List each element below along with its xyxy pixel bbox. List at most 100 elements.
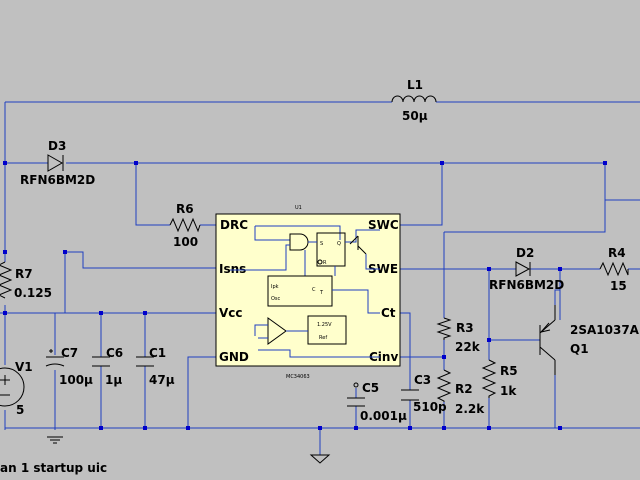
resistor-r3[interactable]: R3 22k xyxy=(436,317,481,354)
svg-text:Osc: Osc xyxy=(271,296,281,302)
pin-cinv: Cinv xyxy=(369,350,398,364)
q1-label: Q1 xyxy=(570,342,589,356)
transistor-q1[interactable]: 2SA1037AK Q1 xyxy=(539,305,640,375)
svg-text:Ipk: Ipk xyxy=(271,284,279,290)
pin-ct: Ct xyxy=(381,306,396,320)
capacitor-c7[interactable]: C7 100µ xyxy=(45,346,93,444)
pin-swe: SWE xyxy=(368,262,398,276)
ic-title: U1 xyxy=(295,205,302,211)
capacitor-c5[interactable]: C5 0.001µ xyxy=(347,381,407,423)
c1-label: C1 xyxy=(149,346,166,360)
resistor-r5[interactable]: R5 1k xyxy=(481,359,518,398)
ground-symbol xyxy=(309,454,331,464)
v1-value: 5 xyxy=(16,403,24,417)
schematic-comment: an 1 startup uic xyxy=(0,461,107,475)
and-gate xyxy=(289,233,309,251)
d2-label: D2 xyxy=(516,246,534,260)
r5-value: 1k xyxy=(500,384,517,398)
junction xyxy=(318,426,322,430)
svg-text:Ref: Ref xyxy=(319,335,327,341)
c7-label: C7 xyxy=(61,346,78,360)
sr-latch xyxy=(316,232,346,267)
c3-label: C3 xyxy=(414,373,431,387)
oscillator-block xyxy=(267,275,333,307)
junction xyxy=(408,426,412,430)
c6-label: C6 xyxy=(106,346,123,360)
junction xyxy=(143,311,147,315)
svg-text:S: S xyxy=(320,241,323,247)
l1-label: L1 xyxy=(407,78,423,92)
junction xyxy=(440,161,444,165)
comparator xyxy=(267,317,287,345)
c3-value: 510p xyxy=(413,400,447,414)
d2-value: RFN6BM2D xyxy=(489,278,564,292)
capacitor-c6[interactable]: C6 1µ xyxy=(92,346,123,387)
r4-label: R4 xyxy=(608,246,626,260)
junction xyxy=(3,311,7,315)
c5-label: C5 xyxy=(362,381,379,395)
junction xyxy=(558,426,562,430)
output-transistor xyxy=(349,235,367,255)
inductor-l1[interactable]: L1 50µ xyxy=(391,78,437,123)
junction xyxy=(442,426,446,430)
svg-text:Q: Q xyxy=(337,241,341,247)
junction xyxy=(143,426,147,430)
q1-value: 2SA1037AK xyxy=(570,323,640,337)
r7-label: R7 xyxy=(15,267,33,281)
r7-value: 0.125 xyxy=(14,286,52,300)
r3-value: 22k xyxy=(455,340,481,354)
resistor-r4[interactable]: R4 15 xyxy=(599,246,629,293)
capacitor-c1[interactable]: C1 47µ xyxy=(136,346,175,387)
pin-isns: Isns xyxy=(219,262,246,276)
r6-value: 100 xyxy=(173,235,198,249)
junction xyxy=(487,426,491,430)
resistor-r7[interactable]: R7 0.125 xyxy=(0,261,52,300)
d3-value: RFN6BM2D xyxy=(20,173,95,187)
resistor-r6[interactable]: R6 100 xyxy=(169,202,201,249)
junction xyxy=(3,161,7,165)
junction xyxy=(63,250,67,254)
wires xyxy=(0,101,640,455)
d3-label: D3 xyxy=(48,139,66,153)
pin-swc: SWC xyxy=(368,218,399,232)
diode-d2[interactable]: D2 RFN6BM2D xyxy=(489,246,564,292)
junction xyxy=(99,311,103,315)
junction xyxy=(558,267,562,271)
junction xyxy=(3,250,7,254)
ic-internals: S Q R Ipk Osc C T 1.25V Ref xyxy=(230,225,380,358)
voltage-source-v1[interactable]: V1 5 xyxy=(0,360,33,417)
r2-value: 2.2k xyxy=(455,402,485,416)
junction xyxy=(487,267,491,271)
r6-label: R6 xyxy=(176,202,194,216)
v1-label: V1 xyxy=(15,360,33,374)
junction xyxy=(354,426,358,430)
r3-label: R3 xyxy=(456,321,474,335)
svg-text:1.25V: 1.25V xyxy=(317,322,332,328)
capacitor-c3[interactable]: C3 510p xyxy=(401,373,447,414)
ic-u1[interactable]: U1 MC34063 DRC SWC Isns SWE Vcc Ct GND C… xyxy=(215,205,401,380)
pin-vcc: Vcc xyxy=(219,306,243,320)
junction xyxy=(442,355,446,359)
l1-value: 50µ xyxy=(402,109,428,123)
pin-gnd: GND xyxy=(219,350,249,364)
r2-label: R2 xyxy=(455,382,473,396)
pin-drc: DRC xyxy=(220,218,248,232)
svg-text:R: R xyxy=(323,260,327,266)
c1-value: 47µ xyxy=(149,373,175,387)
junction xyxy=(487,338,491,342)
r5-label: R5 xyxy=(500,364,518,378)
svg-text:C: C xyxy=(312,287,316,293)
c6-value: 1µ xyxy=(105,373,122,387)
junctions xyxy=(3,161,607,430)
junction xyxy=(603,161,607,165)
c5-value: 0.001µ xyxy=(360,409,407,423)
reference-block xyxy=(307,315,347,345)
ic-part: MC34063 xyxy=(286,374,310,380)
junction xyxy=(186,426,190,430)
diode-d3[interactable]: D3 RFN6BM2D xyxy=(20,139,95,187)
junction xyxy=(134,161,138,165)
c7-value: 100µ xyxy=(59,373,93,387)
r4-value: 15 xyxy=(610,279,627,293)
resistor-r2[interactable]: R2 2.2k xyxy=(436,369,485,416)
